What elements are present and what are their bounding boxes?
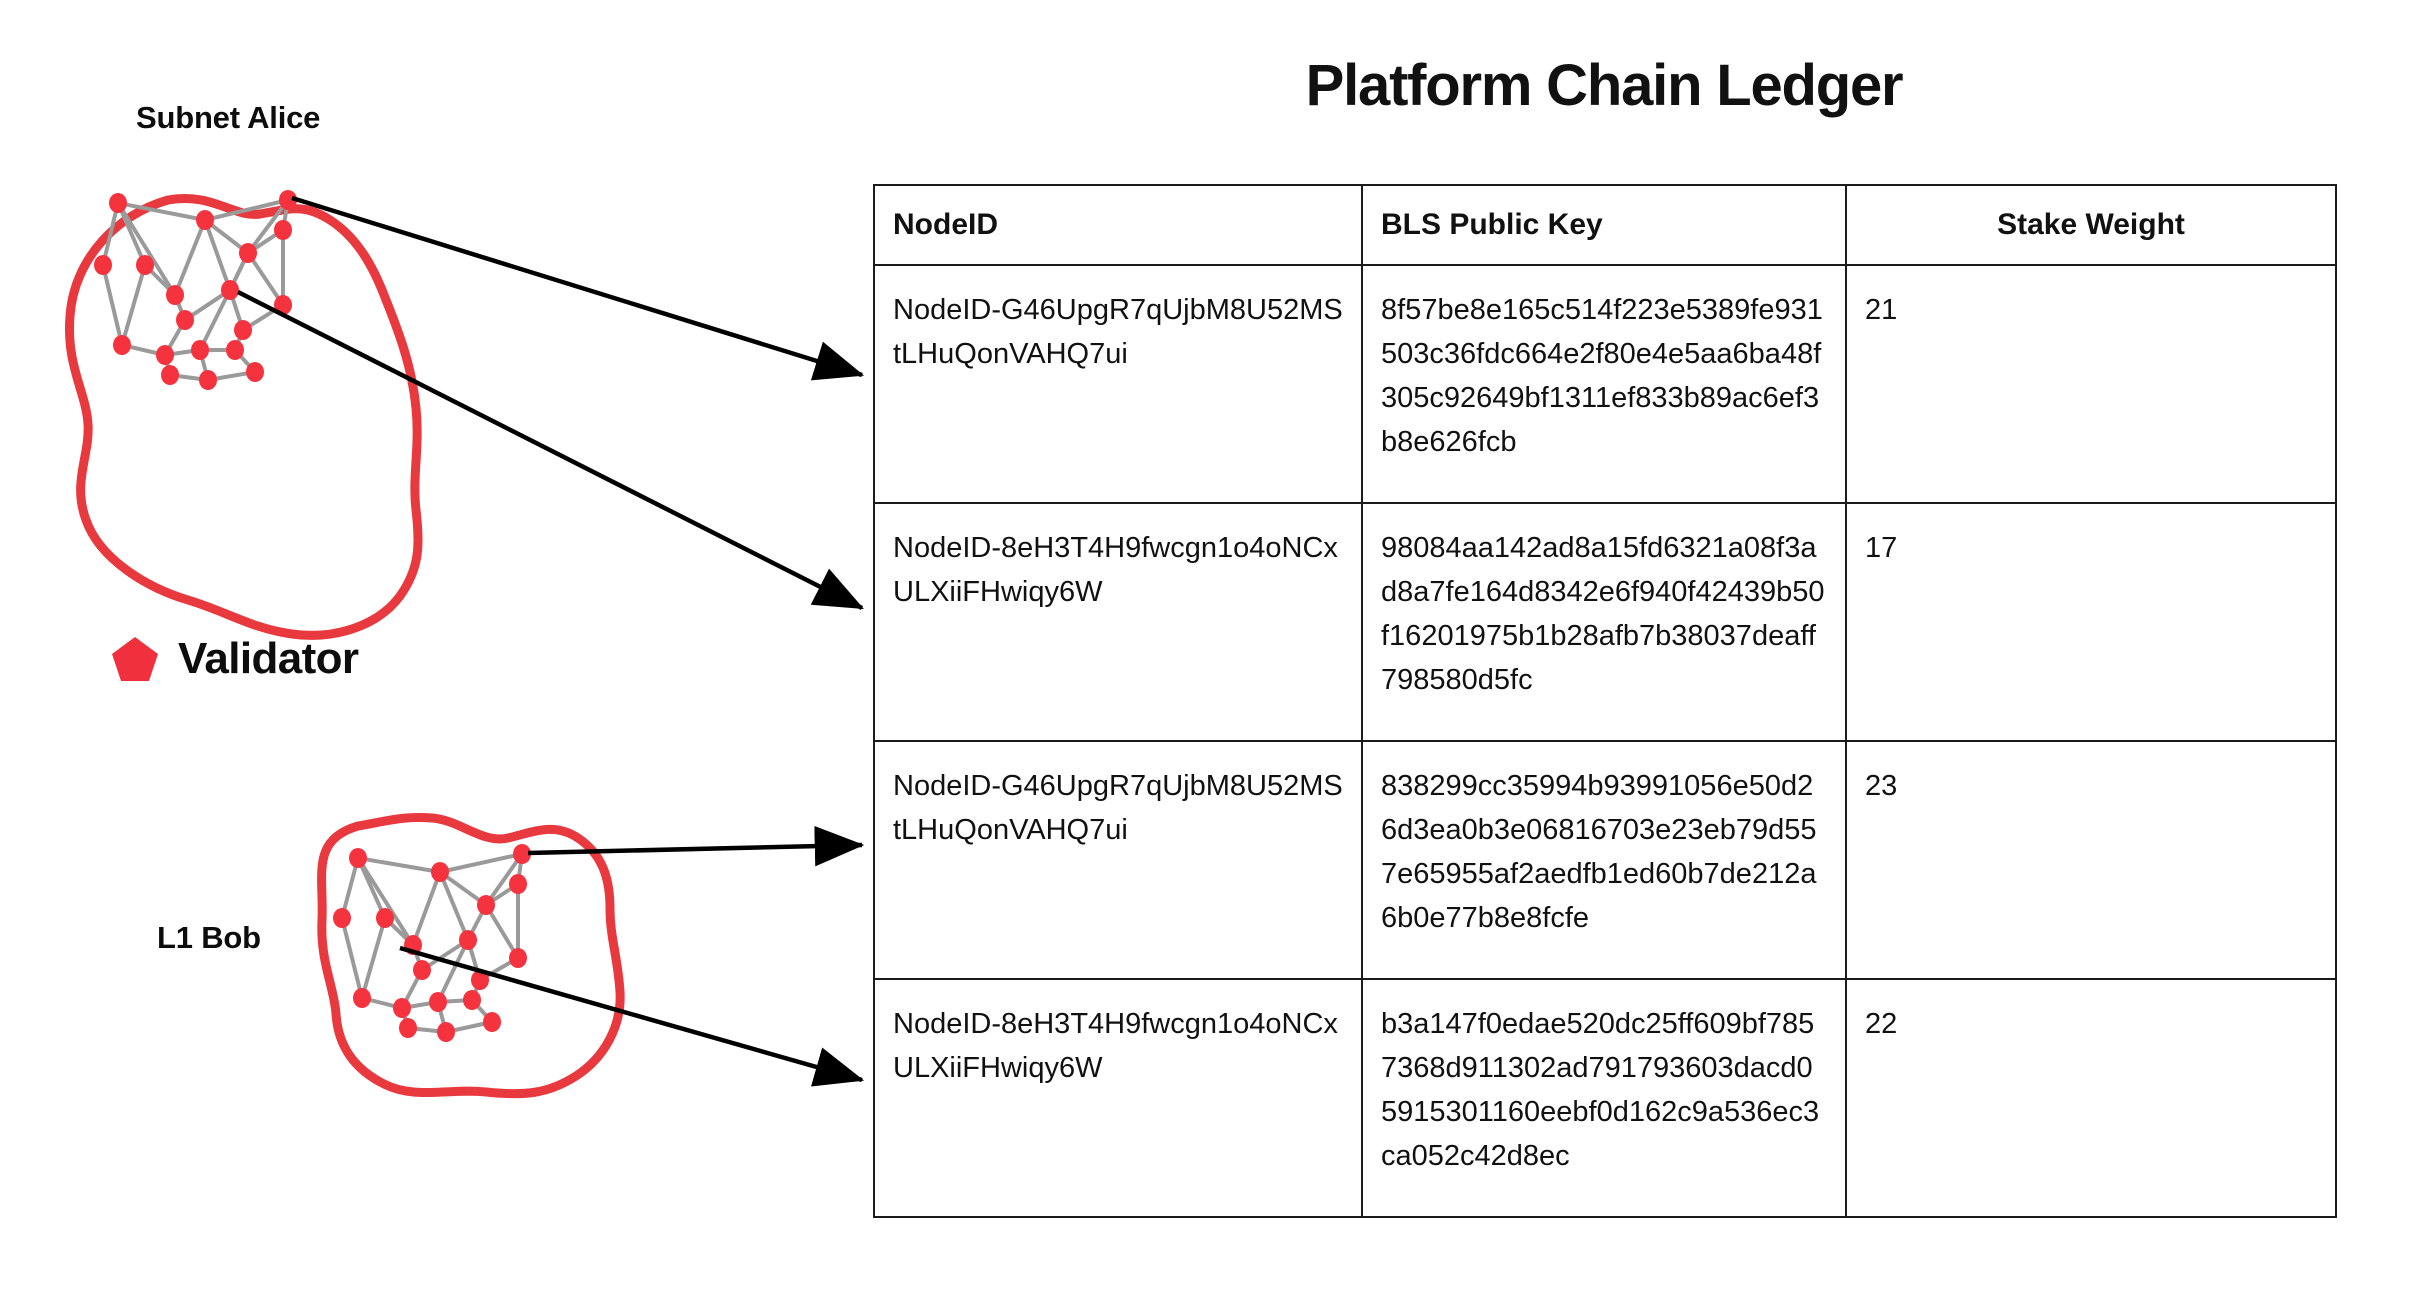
cell-bls-public-key: 838299cc35994b93991056e50d26d3ea0b3e0681… — [1361, 739, 1847, 980]
cell-node-id: NodeID-8eH3T4H9fwcgn1o4oNCxULXiiFHwiqy6W — [873, 977, 1363, 1218]
cell-bls-public-key: 98084aa142ad8a15fd6321a08f3ad8a7fe164d83… — [1361, 501, 1847, 742]
table-header: NodeID BLS Public Key Stake Weight — [873, 184, 2337, 266]
cell-stake-weight: 21 — [1845, 263, 2337, 504]
page-title: Platform Chain Ledger — [1305, 53, 1904, 118]
table-row: NodeID-8eH3T4H9fwcgn1o4oNCxULXiiFHwiqy6W… — [873, 501, 2337, 742]
column-header-stake-weight: Stake Weight — [1845, 184, 2337, 266]
platform-chain-ledger-table: NodeID BLS Public Key Stake Weight NodeI… — [873, 184, 2337, 1218]
l1-bob-label: L1 Bob — [157, 920, 261, 955]
column-header-bls-public-key: BLS Public Key — [1361, 184, 1847, 266]
subnet-alice-label: Subnet Alice — [136, 100, 321, 135]
cell-stake-weight: 22 — [1845, 977, 2337, 1218]
cell-node-id: NodeID-G46UpgR7qUjbM8U52MStLHuQonVAHQ7ui — [873, 739, 1363, 980]
cell-node-id: NodeID-G46UpgR7qUjbM8U52MStLHuQonVAHQ7ui — [873, 263, 1363, 504]
pentagon-icon — [110, 635, 160, 683]
cell-node-id: NodeID-8eH3T4H9fwcgn1o4oNCxULXiiFHwiqy6W — [873, 501, 1363, 742]
legend-validator: Validator — [110, 634, 359, 683]
cell-stake-weight: 17 — [1845, 501, 2337, 742]
network-diagram-panel: Subnet Alice L1 Bob Validator — [0, 0, 880, 1294]
cell-bls-public-key: b3a147f0edae520dc25ff609bf7857368d911302… — [1361, 977, 1847, 1218]
table-row: NodeID-8eH3T4H9fwcgn1o4oNCxULXiiFHwiqy6W… — [873, 977, 2337, 1218]
cell-bls-public-key: 8f57be8e165c514f223e5389fe931503c36fdc66… — [1361, 263, 1847, 504]
column-header-nodeid: NodeID — [873, 184, 1363, 266]
legend-validator-label: Validator — [178, 634, 359, 683]
cell-stake-weight: 23 — [1845, 739, 2337, 980]
table-row: NodeID-G46UpgR7qUjbM8U52MStLHuQonVAHQ7ui… — [873, 739, 2337, 980]
table-body: NodeID-G46UpgR7qUjbM8U52MStLHuQonVAHQ7ui… — [873, 263, 2337, 1218]
table-header-row: NodeID BLS Public Key Stake Weight — [873, 184, 2337, 266]
table-row: NodeID-G46UpgR7qUjbM8U52MStLHuQonVAHQ7ui… — [873, 263, 2337, 504]
